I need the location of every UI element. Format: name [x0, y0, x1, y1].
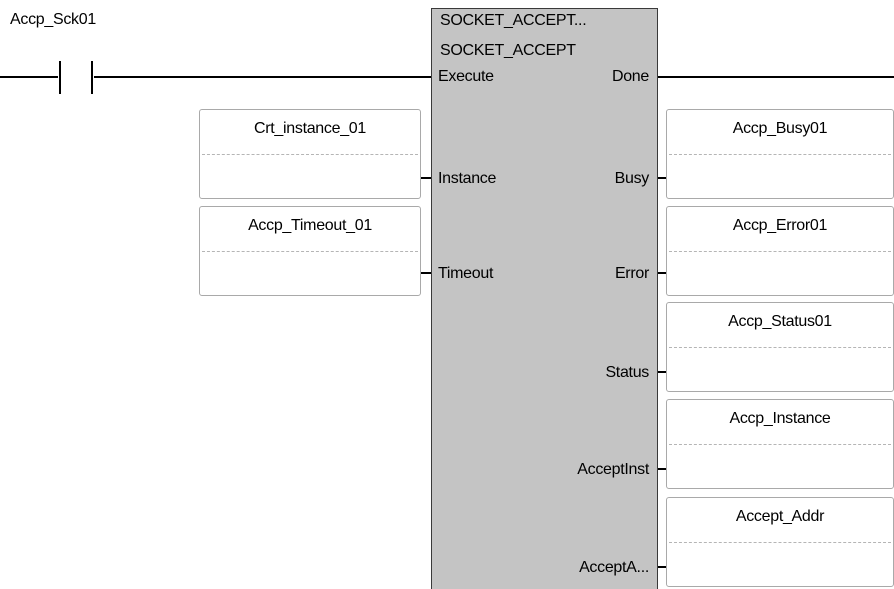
pin-done: Done: [611, 68, 649, 85]
pin-busy: Busy: [614, 170, 650, 187]
tag-value-divider: [669, 154, 891, 155]
pin-acceptinst: AcceptInst: [577, 461, 649, 478]
input-tag-timeout[interactable]: Accp_Timeout_01: [199, 206, 421, 296]
output-tag-busy-name: Accp_Busy01: [732, 120, 828, 137]
output-tag-acceptaddr[interactable]: Accept_Addr: [666, 497, 894, 587]
contact-tag-label[interactable]: Accp_Sck01: [10, 11, 96, 28]
tag-value-divider: [669, 542, 891, 543]
tag-value-divider: [202, 251, 418, 252]
output-tag-status[interactable]: Accp_Status01: [666, 302, 894, 392]
input-tag-timeout-name: Accp_Timeout_01: [248, 217, 372, 234]
output-tag-status-name: Accp_Status01: [728, 313, 832, 330]
block-type-label: SOCKET_ACCEPT: [440, 42, 576, 59]
block-title-truncated: SOCKET_ACCEPT...: [440, 12, 587, 29]
output-tag-acceptaddr-name: Accept_Addr: [735, 508, 825, 525]
socket-accept-block[interactable]: SOCKET_ACCEPT... SOCKET_ACCEPT Execute I…: [431, 8, 658, 589]
output-tag-acceptinst-name: Accp_Instance: [729, 410, 831, 427]
output-tag-error[interactable]: Accp_Error01: [666, 206, 894, 296]
output-tag-busy[interactable]: Accp_Busy01: [666, 109, 894, 199]
tag-value-divider: [669, 251, 891, 252]
tag-value-divider: [202, 154, 418, 155]
pin-timeout: Timeout: [438, 265, 494, 282]
pin-execute: Execute: [438, 68, 494, 85]
output-tag-error-name: Accp_Error01: [732, 217, 828, 234]
pin-instance: Instance: [438, 170, 497, 187]
pin-error: Error: [614, 265, 649, 282]
input-tag-instance-name: Crt_instance_01: [253, 120, 367, 137]
tag-value-divider: [669, 444, 891, 445]
pin-status: Status: [605, 364, 649, 381]
input-tag-instance[interactable]: Crt_instance_01: [199, 109, 421, 199]
pin-accepta: AcceptA...: [579, 559, 649, 576]
output-tag-acceptinst[interactable]: Accp_Instance: [666, 399, 894, 489]
tag-value-divider: [669, 347, 891, 348]
